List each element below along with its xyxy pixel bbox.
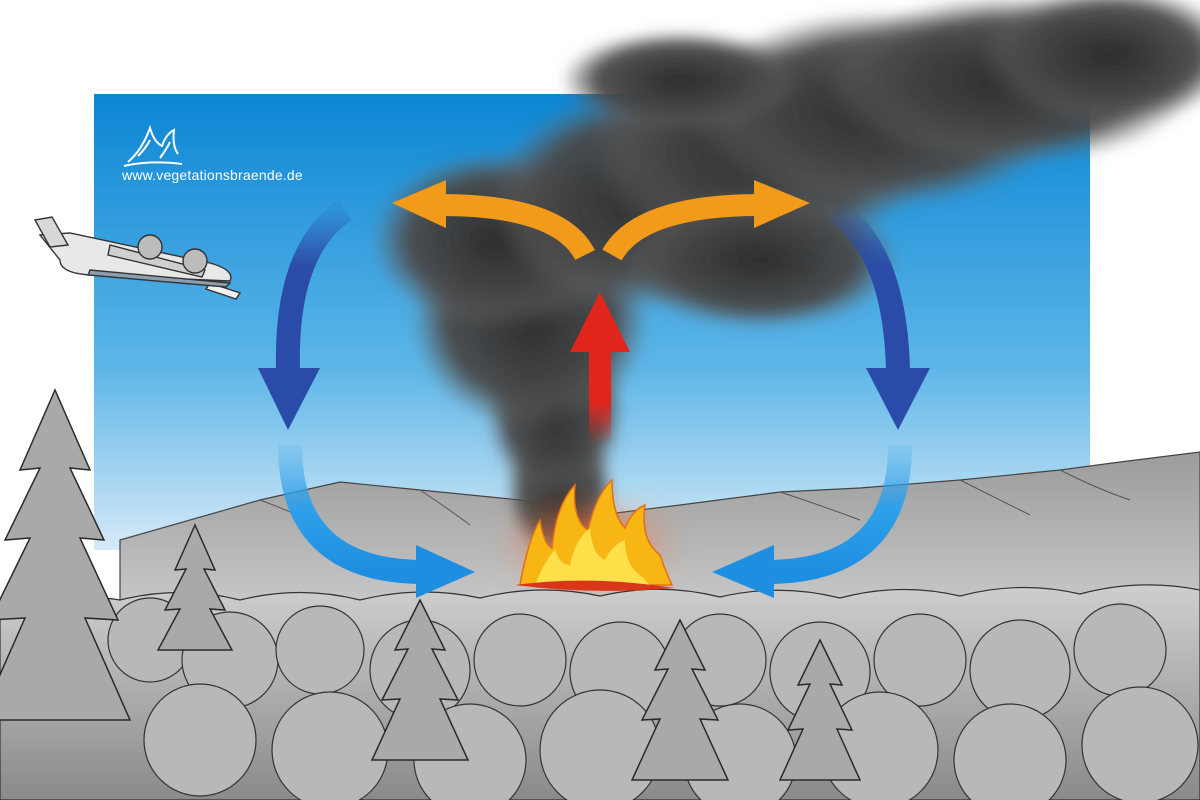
water-bomber-airplane-icon: [33, 216, 242, 300]
wildfire-flame-icon: [515, 478, 675, 591]
website-url-text: www.vegetationsbraende.de: [122, 167, 303, 183]
flame-tree-logo-icon: [123, 124, 183, 167]
outflow-arrow-left: [392, 180, 595, 261]
forest: [0, 388, 1200, 800]
outflow-arrow-right: [602, 180, 810, 261]
inflow-air-arrow-right: [712, 444, 912, 598]
conifer-tree-icon: [0, 388, 862, 781]
descending-air-arrow-left: [258, 200, 353, 430]
inflow-air-arrow-left: [278, 444, 475, 598]
descending-air-arrow-right: [827, 200, 930, 430]
rising-hot-air-arrow: [570, 292, 630, 445]
